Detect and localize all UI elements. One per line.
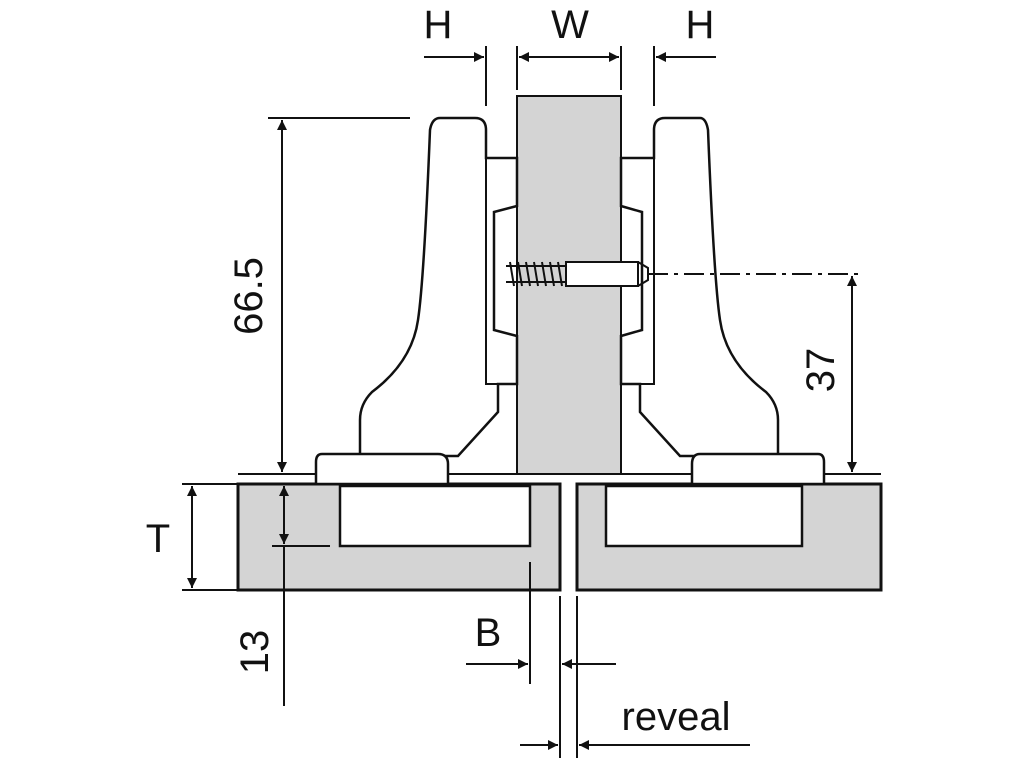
label-w: W <box>551 3 589 47</box>
label-13: 13 <box>233 630 277 675</box>
dimension-reveal <box>520 596 750 758</box>
dimension-t <box>182 483 238 591</box>
label-h-left: H <box>424 3 453 47</box>
hinge-left <box>314 116 519 486</box>
top-dimensions <box>424 46 716 106</box>
dimension-13 <box>272 486 330 706</box>
dimension-66-5 <box>268 117 410 472</box>
label-b: B <box>475 611 502 655</box>
label-66-5: 66.5 <box>227 257 271 335</box>
label-37: 37 <box>799 348 843 393</box>
door-right <box>575 482 883 592</box>
label-h-right: H <box>686 3 715 47</box>
label-t: T <box>146 517 170 561</box>
door-left <box>236 482 562 592</box>
hinge-right <box>619 116 826 486</box>
screw <box>506 261 649 287</box>
label-reveal: reveal <box>622 695 731 739</box>
dimension-b <box>466 562 616 684</box>
